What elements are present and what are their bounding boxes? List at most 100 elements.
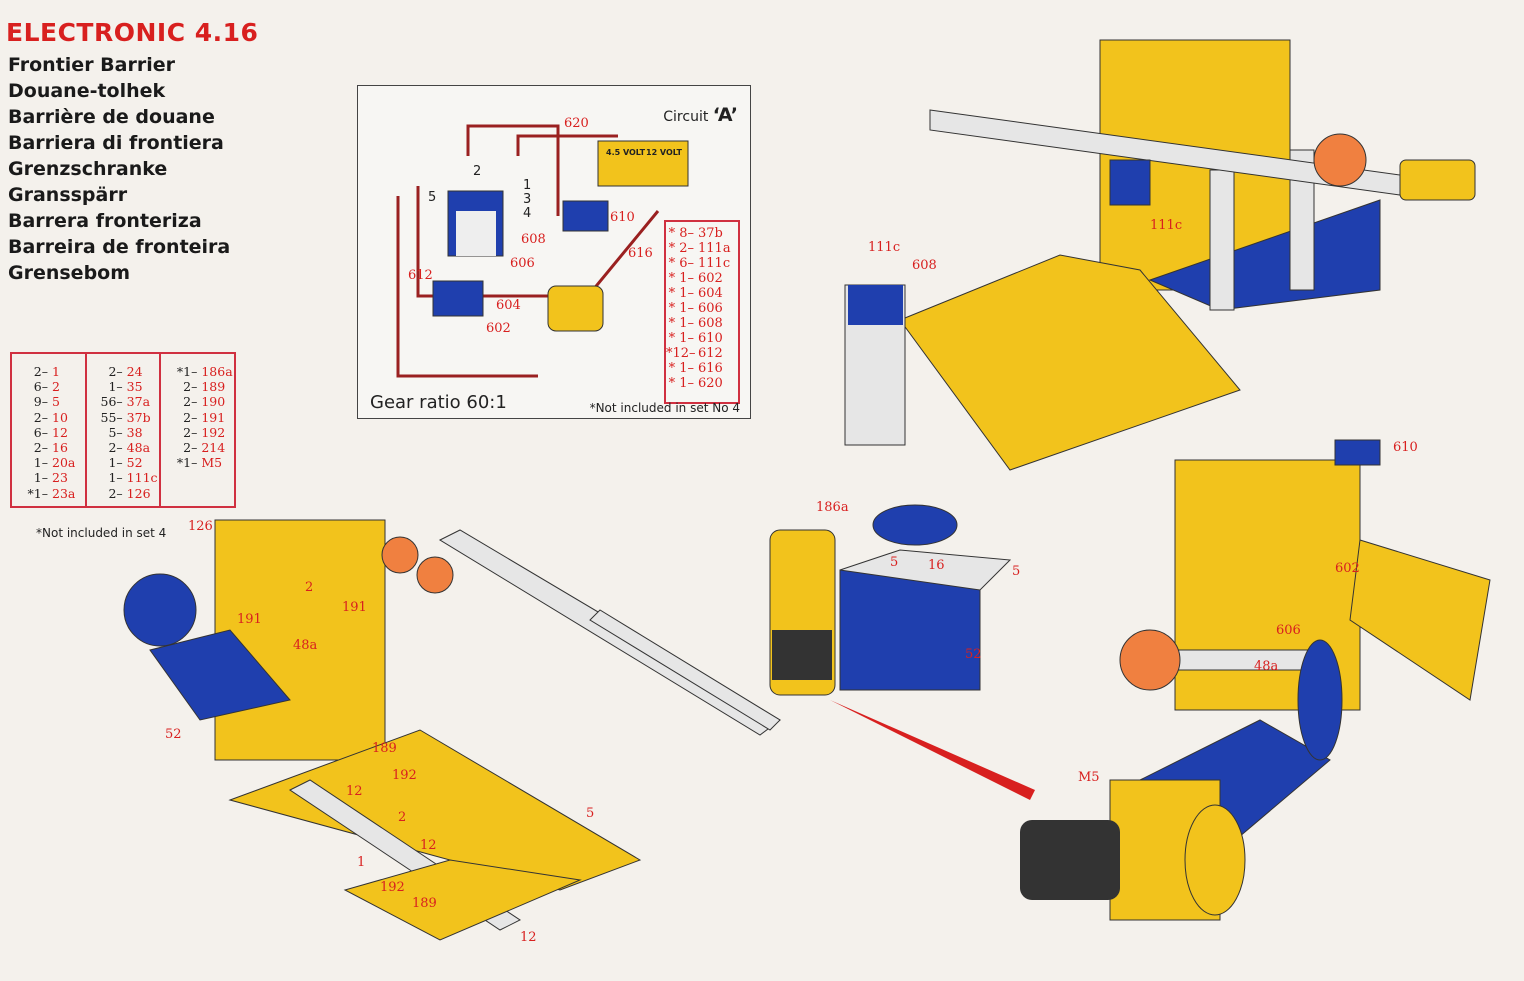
circuit-parts-row: *12–612 — [666, 346, 738, 361]
part-quantity: 1– — [108, 470, 123, 486]
model-names: Frontier Barrier Douane-tolhek Barrière … — [8, 52, 230, 286]
name-sv: Gransspärr — [8, 184, 128, 206]
part-number: 1 — [52, 364, 60, 379]
part-number: 23a — [52, 485, 76, 501]
part-number: 20a — [52, 455, 76, 471]
part-quantity: 1– — [108, 455, 123, 471]
page-title: ELECTRONIC 4.16 — [6, 18, 259, 47]
part-quantity: 2– — [183, 379, 198, 395]
part-quantity: 1– — [33, 455, 48, 471]
circuit-title: Circuit ‘A’ — [663, 104, 738, 126]
callout: 189 — [412, 896, 437, 911]
parts-row: 1–23 — [20, 470, 85, 485]
part-quantity: 1– — [33, 470, 48, 486]
part-number: 2 — [52, 379, 60, 395]
part-quantity: 56– — [100, 394, 123, 410]
callout: 620 — [564, 116, 589, 131]
callout: 5 — [1012, 564, 1021, 579]
part-number: 35 — [126, 379, 143, 395]
callout: M5 — [1078, 770, 1100, 785]
circuit-parts-row: * 6–111c — [666, 256, 738, 271]
circuit-parts-row: * 1–606 — [666, 301, 738, 316]
callout: 191 — [342, 600, 367, 615]
circuit-parts-row: * 1–602 — [666, 271, 738, 286]
parts-row: 9–5 — [20, 394, 85, 409]
callout: 191 — [237, 612, 262, 627]
name-no: Grensebom — [8, 262, 131, 284]
part-quantity: 5– — [108, 424, 123, 440]
callout: 5 — [428, 190, 437, 205]
part-quantity: 2– — [33, 364, 48, 379]
callout: 602 — [1335, 561, 1360, 576]
circuit-note: *Not included in set No 4 — [589, 401, 740, 415]
battery-label-12v: 12 VOLT — [646, 148, 682, 157]
circuit-parts-row: * 1–608 — [666, 316, 738, 331]
part-quantity: * 1– — [668, 271, 694, 286]
callout: 111c — [868, 240, 901, 255]
circuit-letter: ‘A’ — [712, 104, 738, 126]
callout: 606 — [1276, 623, 1301, 638]
parts-row: 2– 1 — [20, 364, 85, 379]
part-number: 16 — [52, 440, 68, 456]
part-number: 52 — [126, 455, 143, 471]
parts-row: *1–23a — [20, 486, 85, 501]
part-quantity: 2– — [183, 424, 198, 440]
parts-row: 2–190 — [169, 394, 234, 409]
part-number: 12 — [52, 424, 68, 440]
part-quantity: * 1– — [668, 361, 694, 376]
parts-row: 2–24 — [95, 364, 160, 379]
part-number: 37a — [126, 394, 151, 410]
part-number: 38 — [126, 424, 143, 440]
parts-row: 1–52 — [95, 455, 160, 470]
parts-row: 1–20a — [20, 455, 85, 470]
part-number: 186a — [201, 364, 233, 379]
part-quantity: 2– — [108, 485, 123, 501]
part-number: 616 — [698, 361, 723, 376]
circuit-parts-row: * 1–610 — [666, 331, 738, 346]
circuit-wiring — [396, 124, 689, 378]
part-number: 620 — [698, 376, 723, 391]
callout: 189 — [372, 741, 397, 756]
name-it: Barriera di frontiera — [8, 132, 224, 154]
parts-row: *1–M5 — [169, 455, 234, 470]
callout: 48a — [1254, 659, 1279, 674]
callout: 610 — [1393, 440, 1418, 455]
name-de: Grenzschranke — [8, 158, 168, 180]
model-bottom-right — [1020, 439, 1491, 921]
callout: 608 — [521, 232, 546, 247]
callout: 16 — [928, 558, 945, 573]
circuit-parts-row: * 1–604 — [666, 286, 738, 301]
parts-row: 2–48a — [95, 440, 160, 455]
parts-row: 2–10 — [20, 410, 85, 425]
part-number: 23 — [52, 470, 68, 486]
part-number: 24 — [126, 364, 143, 379]
part-quantity: 2– — [108, 364, 123, 379]
part-number: 37b — [126, 409, 151, 425]
name-fr: Barrière de douane — [8, 106, 215, 128]
part-quantity: 6– — [33, 424, 48, 440]
part-number: 37b — [698, 226, 723, 241]
gear-ratio: Gear ratio 60:1 — [370, 392, 507, 413]
parts-row: 56–37a — [95, 394, 160, 409]
part-number: 10 — [52, 409, 68, 425]
parts-row: 5–38 — [95, 425, 160, 440]
parts-row: 2–189 — [169, 379, 234, 394]
parts-row: 2–126 — [95, 486, 160, 501]
circuit-parts-list: * 8–37b* 2–111a* 6–111c* 1–602* 1–604* 1… — [664, 220, 740, 404]
callout: 12 — [420, 838, 437, 853]
part-quantity: * 6– — [668, 256, 694, 271]
callout: 192 — [380, 880, 405, 895]
callout: 608 — [912, 258, 937, 273]
part-quantity: 2– — [183, 440, 198, 456]
callout: 1 — [523, 178, 532, 193]
part-quantity: *1– — [176, 364, 198, 379]
part-number: 48a — [126, 440, 151, 456]
part-quantity: * 1– — [668, 301, 694, 316]
callout: 2 — [473, 164, 482, 179]
callout: 606 — [510, 256, 535, 271]
callout: 126 — [188, 519, 213, 534]
part-number: 111c — [126, 470, 158, 486]
callout: 612 — [408, 268, 433, 283]
